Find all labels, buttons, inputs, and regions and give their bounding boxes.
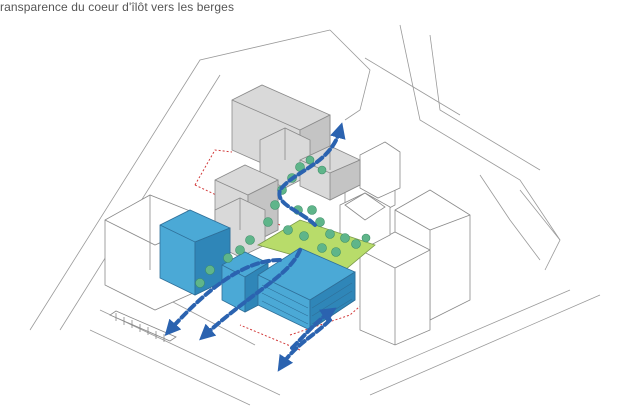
diagram-title: ransparence du coeur d'îlôt vers les ber… [0,0,235,14]
trees [195,155,371,288]
parking-stripes [109,310,177,342]
tree-icon [195,155,371,288]
flow-arrows [164,122,346,372]
